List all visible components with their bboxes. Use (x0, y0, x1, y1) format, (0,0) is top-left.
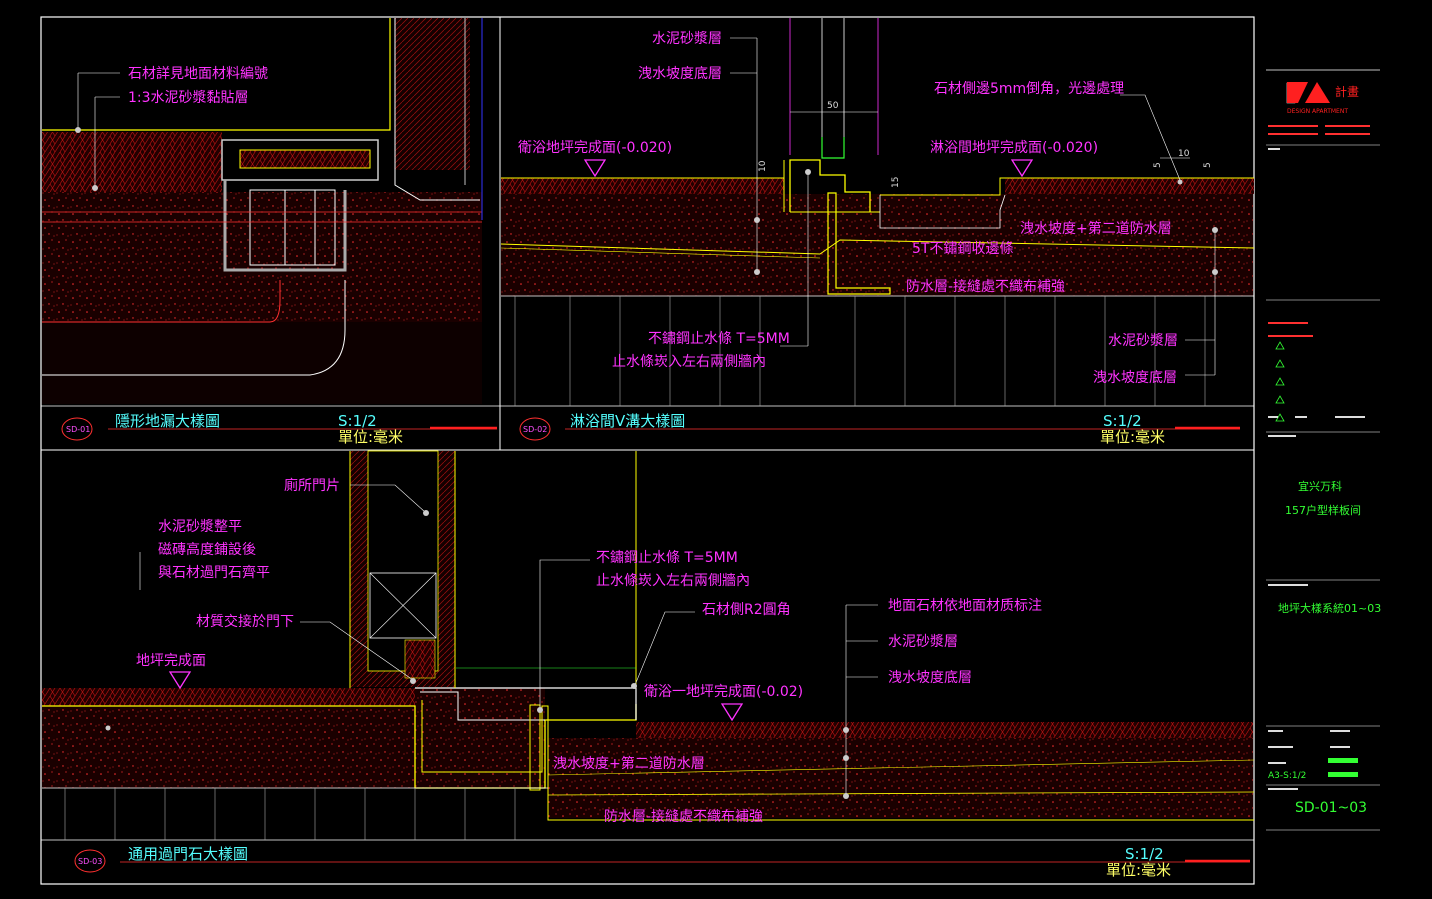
sd03-title-row (74, 849, 1250, 873)
sd02-label-chamfer: 石材側邊5mm倒角，光邊處理 (934, 81, 1124, 97)
sd03-unit: 單位:毫米 (1106, 861, 1171, 879)
sd03-tag: SD-03 (78, 857, 102, 866)
sd02-label-mortar-bot: 水泥砂漿層 (1108, 333, 1178, 349)
sd03-label-level-3: 與石材過門石齊平 (158, 564, 270, 581)
sd03-label-slope: 洩水坡度底層 (888, 670, 972, 686)
sd02-title: 淋浴間V溝大樣圖 (570, 412, 685, 430)
scale-code: A3-S:1/2 (1268, 771, 1306, 781)
sd03-label-material-joint: 材質交接於門下 (196, 613, 294, 630)
sd03-label-wp-layer: 防水層-接縫處不織布補強 (604, 808, 763, 825)
sd03-label-level-2: 磁磚高度鋪設後 (158, 541, 256, 558)
sd01-label-stone: 石材詳見地面材料編號 (128, 66, 268, 82)
sd02-label-wp-layer: 防水層-接縫處不織布補強 (906, 278, 1065, 295)
sd03-label-floor-finish: 地坪完成面 (136, 653, 206, 669)
sd03-label-slope-wp: 洩水坡度+第二道防水層 (553, 755, 705, 772)
sd02-dim-rise: 10 (758, 160, 768, 172)
sd02-title-row (519, 417, 1240, 441)
sd03-label-door: 廁所門片 (284, 477, 340, 494)
sd02-label-slope-top: 洩水坡度底層 (638, 66, 722, 82)
sd02-dim-chamfer-right: 5 (1203, 162, 1213, 168)
title-block: 計畫 DESIGN APARTMENT (1266, 69, 1380, 831)
sd02-tag: SD-02 (523, 425, 547, 434)
sd02-label-ss-insert: 止水條崁入左右兩側牆內 (612, 354, 766, 370)
sd03-label-stone-note: 地面石材依地面材质标注 (888, 598, 1042, 614)
sd03-scale: S:1/2 (1125, 845, 1164, 863)
sd01-tag: SD-01 (66, 425, 90, 434)
sd02-label-trim: 5T不鏽鋼收邊條 (912, 241, 1013, 257)
sd02-scale: S:1/2 (1103, 412, 1142, 430)
sd03-drawing (42, 450, 1255, 840)
logo-icon (1287, 82, 1308, 103)
sd02-label-slope-wp: 洩水坡度+第二道防水層 (1020, 220, 1172, 237)
sd02-dim-step: 15 (891, 177, 901, 188)
project-subtitle: 157户型样板间 (1285, 503, 1361, 517)
sd02-dim-edge: 10 (1178, 149, 1190, 159)
sd03-label-mortar: 水泥砂漿層 (888, 634, 958, 650)
sd01-scale: S:1/2 (338, 412, 377, 430)
sd03-label-r2: 石材側R2圓角 (702, 602, 791, 618)
sd03-label-ss-strip: 不鏽鋼止水條 T=5MM (596, 550, 738, 566)
sd02-label-ss-strip: 不鏽鋼止水條 T=5MM (648, 331, 790, 347)
sd02-label-bath-floor: 衛浴地坪完成面(-0.020) (518, 140, 672, 156)
sd03-label-ss-insert: 止水條崁入左右兩側牆內 (596, 573, 750, 589)
sd01-unit: 單位:毫米 (338, 428, 403, 446)
drawing-title: 地坪大樣系統01~03 (1278, 601, 1381, 615)
sd01-title-row (61, 417, 497, 441)
drawing-number: SD-01~03 (1295, 800, 1367, 816)
sd02-label-mortar-top: 水泥砂漿層 (652, 31, 722, 47)
sd02-drawing (500, 18, 1255, 406)
sd03-title: 通用過門石大樣圖 (128, 845, 248, 863)
logo-sub: DESIGN APARTMENT (1287, 108, 1348, 115)
sd02-label-slope-bot: 洩水坡度底層 (1093, 370, 1177, 386)
sd02-dim-width: 50 (827, 101, 839, 111)
sd01-label-mortar: 1:3水泥砂漿黏貼層 (128, 90, 249, 106)
sd03-label-level-1: 水泥砂漿整平 (158, 519, 242, 535)
logo-brand: 計畫 (1335, 84, 1359, 99)
sd03-label-bath-floor: 衛浴一地坪完成面(-0.02) (644, 684, 803, 700)
sd02-label-shower-floor: 淋浴間地坪完成面(-0.020) (930, 140, 1098, 156)
sd02-dim-chamfer-left: 5 (1153, 162, 1163, 168)
project-name: 宜兴万科 (1298, 479, 1342, 493)
revision-triangles (1275, 341, 1285, 422)
sd01-title: 隱形地漏大樣圖 (115, 412, 220, 430)
sd01-drawing (42, 18, 483, 404)
sd02-unit: 單位:毫米 (1100, 428, 1165, 446)
